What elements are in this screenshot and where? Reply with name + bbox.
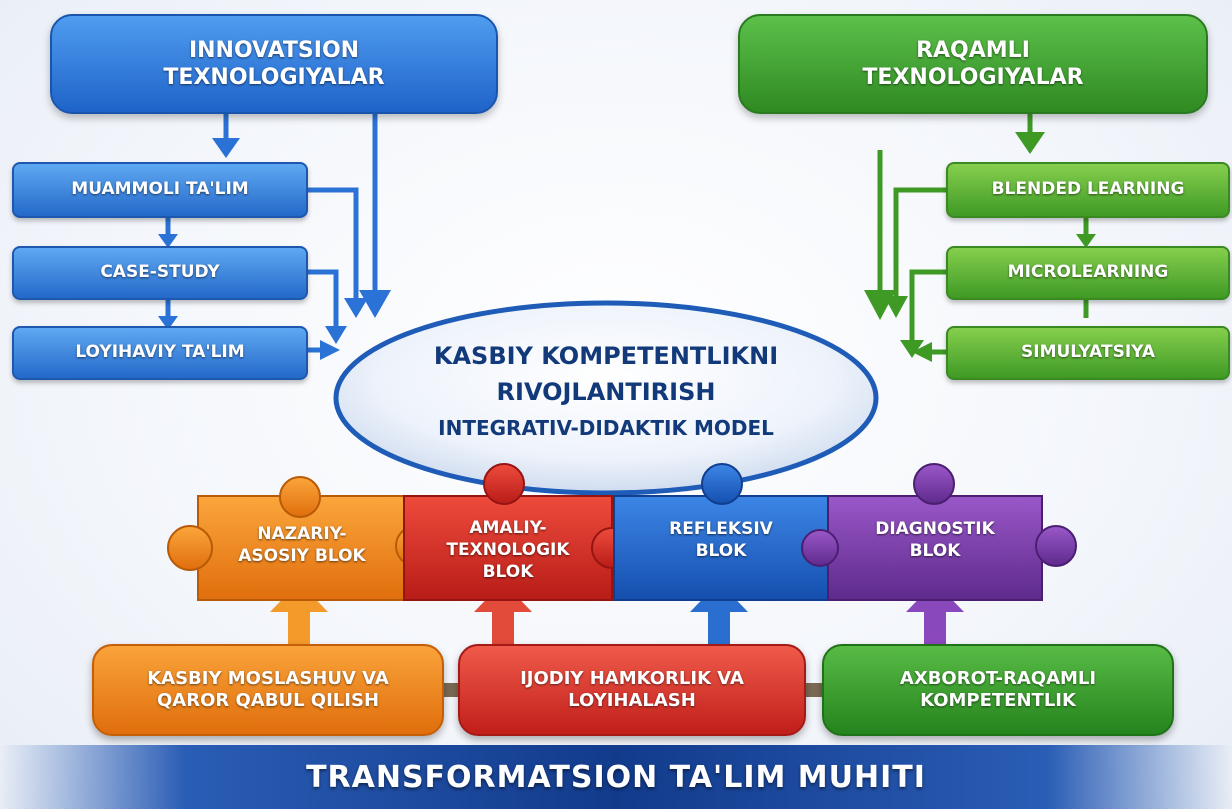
- block-line: NAZARIY-: [257, 523, 347, 544]
- bottom-line: AXBOROT-RAQAMLI: [899, 667, 1097, 689]
- block-theoretical: NAZARIY- ASOSIY BLOK: [210, 505, 394, 585]
- arrow-shaft: [893, 187, 948, 298]
- bottom-box-adaptation: KASBIY MOSLASHUV VA QAROR QABUL QILISH: [92, 644, 444, 736]
- center-title-line3: INTEGRATIV-DIDAKTIK MODEL: [438, 416, 774, 440]
- arrow-head: [325, 326, 347, 344]
- puzzle-red: [403, 463, 633, 601]
- bottom-line: LOYIHALASH: [568, 690, 696, 711]
- right-connectors: [877, 112, 1089, 355]
- block-reflexive: REFLEKSIV BLOK: [626, 505, 816, 575]
- header-line: INNOVATSION: [188, 37, 360, 63]
- right-item-microlearning: MICROLEARNING: [946, 246, 1230, 300]
- arrow-head: [212, 138, 240, 158]
- puzzle-purple: [801, 463, 1077, 601]
- block-practical: AMALIY- TEXNOLOGIK BLOK: [414, 505, 602, 595]
- bottom-box-digital-competence: AXBOROT-RAQAMLI KOMPETENTLIK: [822, 644, 1174, 736]
- arrow-head: [320, 340, 340, 360]
- arrow-head: [158, 234, 178, 248]
- puzzle-orange: [167, 476, 437, 601]
- arrow-head: [900, 340, 924, 358]
- bottom-line: QAROR QABUL QILISH: [156, 690, 380, 711]
- bottom-line: KOMPETENTLIK: [920, 690, 1076, 711]
- arrow-shaft: [708, 610, 730, 654]
- block-line: BLOK: [695, 541, 747, 561]
- arrow-shaft: [306, 269, 339, 330]
- center-title-line2: RIVOJLANTIRISH: [496, 378, 716, 406]
- block-line: AMALIY-: [469, 517, 547, 538]
- block-line: BLOK: [909, 541, 961, 561]
- right-item-blended-learning: BLENDED LEARNING: [946, 162, 1230, 218]
- bottom-box-collaboration: IJODIY HAMKORLIK VA LOYIHALASH: [458, 644, 806, 736]
- arrow-head: [344, 298, 368, 318]
- left-item-problem-learning: MUAMMOLI TA'LIM: [12, 162, 308, 218]
- innovative-technologies-header: INNOVATSION TEXNOLOGIYALAR: [50, 14, 498, 114]
- header-line: RAQAMLI: [916, 37, 1030, 63]
- left-arrowheads: [158, 138, 391, 360]
- bottom-line: IJODIY HAMKORLIK VA: [520, 667, 744, 689]
- block-diagnostic: DIAGNOSTIK BLOK: [840, 505, 1030, 575]
- block-line: BLOK: [482, 562, 534, 583]
- puzzle-blue: [613, 463, 829, 601]
- right-item-simulation: SIMULYATSIYA: [946, 326, 1230, 380]
- left-item-project-learning: LOYIHAVIY TA'LIM: [12, 326, 308, 380]
- center-title-line1: KASBIY KOMPETENTLIKNI: [433, 342, 779, 370]
- block-line: TEXNOLOGIK: [446, 539, 570, 560]
- arrow-head: [359, 290, 391, 318]
- arrow-shaft: [924, 610, 946, 654]
- arrow-head: [1015, 132, 1045, 154]
- arrow-head: [158, 316, 178, 330]
- digital-technologies-header: RAQAMLI TEXNOLOGIYALAR: [738, 14, 1208, 114]
- block-line: DIAGNOSTIK: [875, 518, 995, 539]
- header-line: TEXNOLOGIYALAR: [862, 65, 1084, 90]
- environment-banner: TRANSFORMATSION TA'LIM MUHITI: [0, 745, 1232, 809]
- left-item-case-study: CASE-STUDY: [12, 246, 308, 300]
- arrow-shaft: [492, 610, 514, 654]
- block-line: ASOSIY BLOK: [238, 546, 366, 566]
- arrow-head: [912, 342, 932, 362]
- arrow-head: [884, 296, 908, 318]
- block-line: REFLEKSIV: [669, 518, 773, 539]
- right-arrowheads: [864, 132, 1096, 362]
- left-connectors: [165, 112, 378, 353]
- arrow-shaft: [909, 269, 948, 342]
- header-line: TEXNOLOGIYALAR: [163, 65, 385, 90]
- bottom-line: KASBIY MOSLASHUV VA: [147, 667, 389, 689]
- arrow-head: [1076, 234, 1096, 248]
- arrow-shaft: [308, 187, 359, 300]
- arrow-shaft: [288, 610, 310, 654]
- center-ellipse: [333, 300, 879, 496]
